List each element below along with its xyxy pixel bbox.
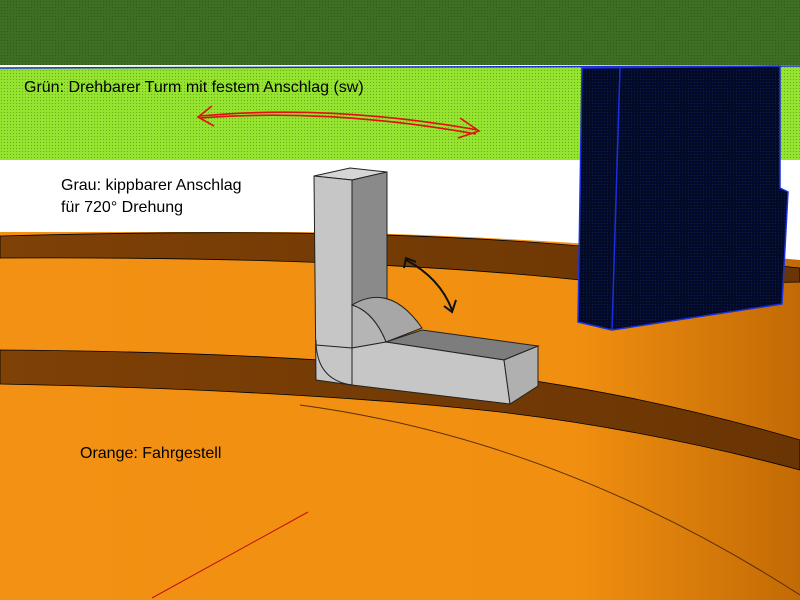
- turret-ring-edge: [0, 65, 800, 69]
- chassis-edge-line: [299, 404, 800, 596]
- label-tilt-stop-line2: für 720° Drehung: [61, 199, 184, 216]
- fixed-stop-block: [577, 65, 789, 331]
- dark-green-band: [0, 0, 800, 65]
- rotation-arrow: [196, 105, 481, 139]
- tilt-arrow: [403, 256, 457, 314]
- label-tilt-stop-line1: Grau: kippbarer Anschlag: [61, 177, 242, 194]
- tiltable-stop-grey: [313, 167, 540, 405]
- label-turret: Grün: Drehbarer Turm mit festem Anschlag…: [24, 79, 364, 96]
- guide-line: [151, 511, 309, 599]
- label-chassis: Orange: Fahrgestell: [80, 445, 222, 462]
